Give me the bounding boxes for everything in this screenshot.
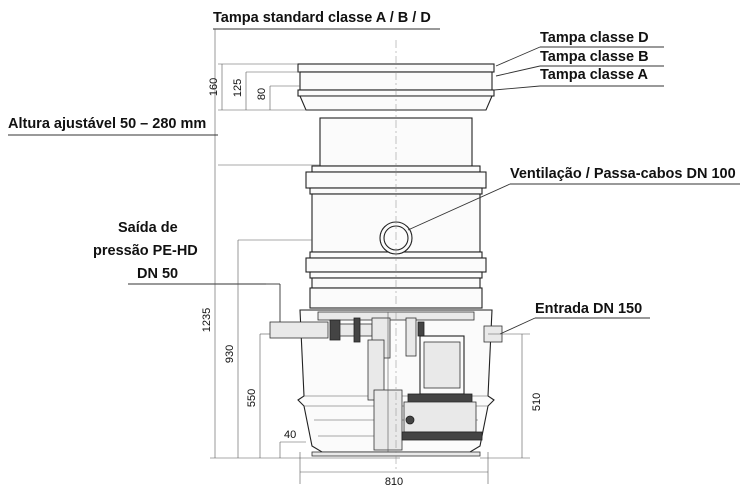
tampa-a-label: Tampa classe A xyxy=(540,67,649,83)
entrada-label: Entrada DN 150 xyxy=(535,301,642,317)
pump-volute xyxy=(403,401,477,433)
pump-motor-housing xyxy=(423,341,461,389)
tampa-b-label: Tampa classe B xyxy=(540,49,649,65)
right-dimension-510 xyxy=(480,333,530,459)
dim-125: 125 xyxy=(232,79,244,97)
ventilacao-leader xyxy=(407,183,511,231)
dim-810: 810 xyxy=(385,476,403,488)
tampa-d-leader xyxy=(495,46,541,67)
dim-160: 160 xyxy=(208,78,220,96)
pump-base-plate xyxy=(407,393,473,403)
saida-label-line3: DN 50 xyxy=(137,266,178,282)
saida-label-line1: Saída de xyxy=(118,220,178,236)
dim-510: 510 xyxy=(531,393,543,411)
pump-foot xyxy=(401,431,483,441)
dim-1235: 1235 xyxy=(201,308,213,332)
entrada-leader xyxy=(499,317,536,335)
dim-550: 550 xyxy=(246,389,258,407)
pump-unit xyxy=(401,317,483,441)
saida-label-line2: pressão PE-HD xyxy=(93,243,198,259)
tampa-standard-label: Tampa standard classe A / B / D xyxy=(213,10,431,26)
dim-930: 930 xyxy=(224,345,236,363)
dim-80: 80 xyxy=(256,88,268,100)
pump-impeller-mark xyxy=(405,415,415,425)
valve-handle xyxy=(353,317,361,343)
pump-handle xyxy=(417,321,425,337)
dim-40: 40 xyxy=(284,429,296,441)
valve-coupling xyxy=(329,319,341,341)
pressure-outlet-pipe xyxy=(269,321,329,339)
tampa-d-label: Tampa classe D xyxy=(540,30,649,46)
internal-pipework xyxy=(269,312,403,452)
ventilacao-label: Ventilação / Passa-cabos DN 100 xyxy=(510,166,736,182)
cover-lid-taper xyxy=(299,95,493,111)
pump-cable-guide xyxy=(405,317,417,357)
cover-assembly xyxy=(297,63,495,111)
altura-label: Altura ajustável 50 – 280 mm xyxy=(8,116,206,132)
tampa-a-leader xyxy=(493,85,541,91)
tampa-b-leader xyxy=(495,65,541,77)
left-dimensions xyxy=(210,165,489,484)
cover-dimensions xyxy=(218,63,306,111)
